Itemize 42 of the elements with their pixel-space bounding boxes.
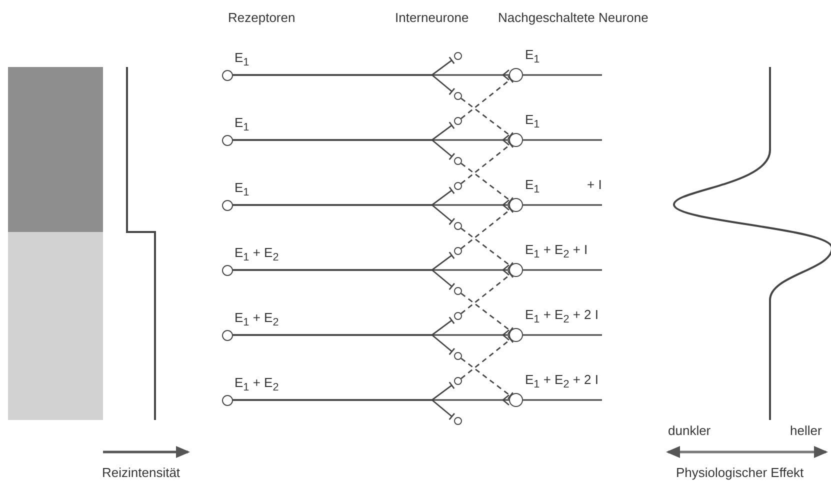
- inhibitory-connection: [460, 292, 514, 335]
- signal-label: E$_{1}$: [234, 115, 250, 136]
- signal-label: + I: [587, 177, 602, 192]
- inhibitory-connection: [460, 140, 514, 184]
- axon-line: [232, 269, 456, 290]
- signal-label: E$_{1}$: [525, 112, 540, 133]
- signal-label: E$_{1}$: [525, 47, 540, 68]
- axon-line: [523, 74, 602, 76]
- signal-label: E$_{1}$: [234, 180, 250, 201]
- signal-label: E$_{1}$ + E$_{2}$: [234, 310, 279, 331]
- inhibitory-connection: [460, 270, 514, 314]
- axon-line: [523, 204, 602, 206]
- inhibitory-connection: [460, 76, 514, 120]
- column-heading: Rezeptoren: [228, 10, 296, 25]
- inhibitory-connection: [460, 98, 514, 140]
- signal-label: E$_{1}$ + E$_{2}$ + I: [525, 242, 588, 263]
- signal-label: E$_{1}$ + E$_{2}$ + 2 I: [525, 307, 599, 328]
- signal-label: E$_{1}$ + E$_{2}$: [234, 375, 279, 396]
- column-heading: Interneurone: [395, 10, 469, 25]
- axis-label: heller: [790, 423, 822, 438]
- axon-line: [523, 334, 602, 336]
- axon-line: [232, 74, 456, 96]
- column-heading: Nachgeschaltete Neurone: [498, 10, 648, 25]
- axon-line: [232, 139, 456, 160]
- axon-line: [232, 399, 456, 420]
- inhibitory-connection: [460, 162, 514, 205]
- axon-line: [523, 269, 602, 271]
- inhibitory-connection: [460, 358, 514, 400]
- axis-label: dunkler: [668, 423, 711, 438]
- inhibitory-connection: [460, 228, 514, 270]
- axon-line: [232, 334, 456, 356]
- axis-label: Physiologischer Effekt: [676, 465, 804, 480]
- axon-line: [523, 399, 602, 401]
- inhibitory-connection: [460, 206, 514, 250]
- axis-label: Reizintensität: [102, 465, 180, 480]
- axon-line: [232, 204, 456, 226]
- axon-line: [523, 139, 602, 141]
- signal-label: E$_{1}$ + E$_{2}$: [234, 245, 279, 266]
- signal-label: E$_{1}$ + E$_{2}$ + 2 I: [525, 372, 599, 393]
- signal-label: E$_{1}$: [525, 177, 540, 198]
- signal-label: E$_{1}$: [234, 50, 250, 71]
- inhibitory-connection: [460, 336, 514, 380]
